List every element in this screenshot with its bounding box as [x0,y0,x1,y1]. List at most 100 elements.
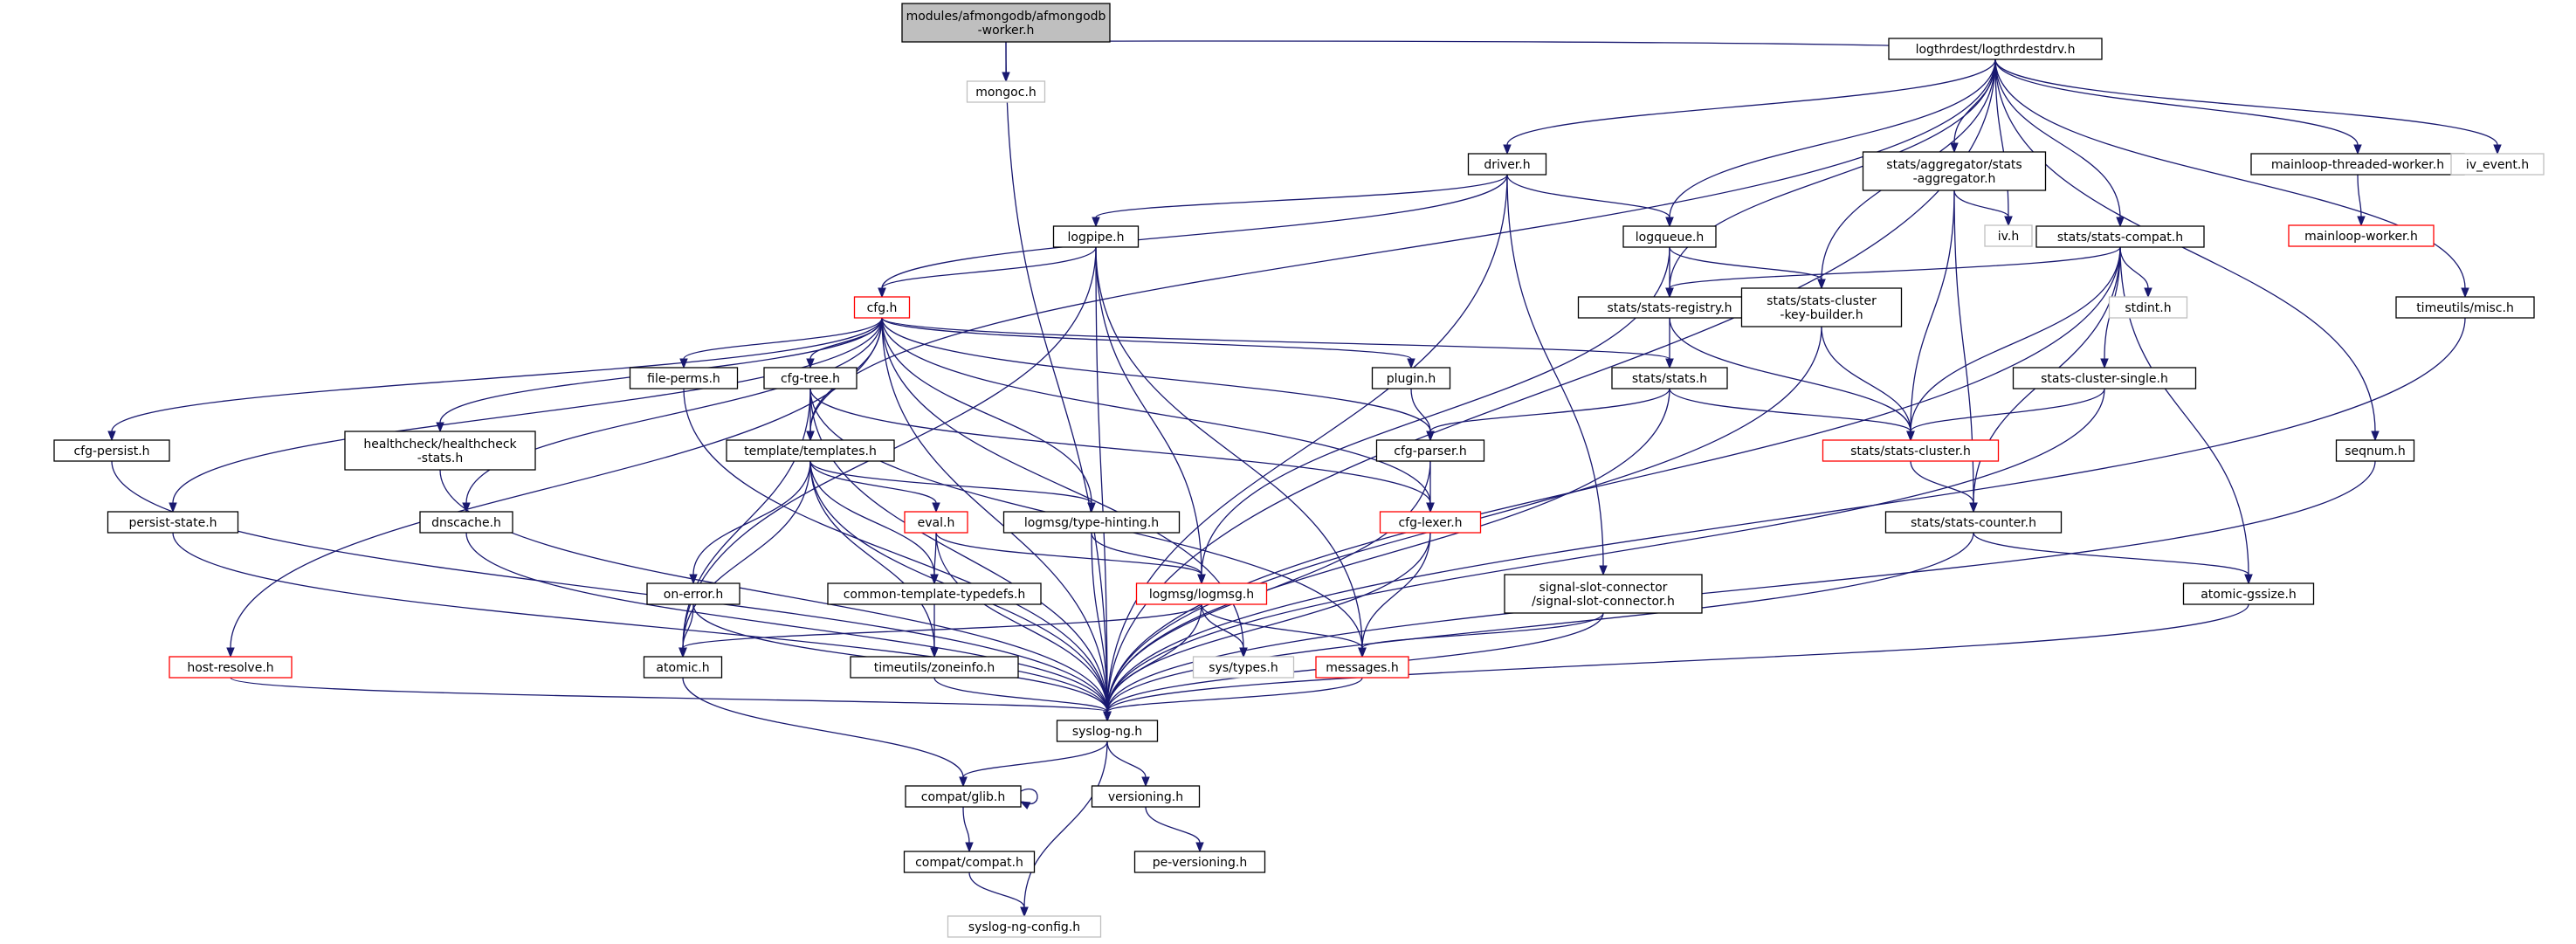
edge-line [1910,246,2121,432]
node-label: -aggregator.h [1913,172,1996,186]
node-cfgtree[interactable]: cfg-tree.h [763,367,858,389]
edge-line [881,317,1412,360]
node-atomic[interactable]: atomic.h [643,656,723,679]
node-logthrdestdrv[interactable]: logthrdest/logthrdestdrv.h [1888,38,2103,60]
node-logqueue[interactable]: logqueue.h [1622,225,1717,248]
edge-line [682,603,694,649]
edge-line [1145,806,1201,844]
edge-line [809,388,1431,504]
node-statsh[interactable]: stats/stats.h [1611,367,1728,389]
node-fileperms[interactable]: file-perms.h [629,367,739,389]
node-box [2288,224,2435,247]
node-messages[interactable]: messages.h [1315,656,1409,679]
node-cfglexer[interactable]: cfg-lexer.h [1379,511,1482,534]
arrowhead [959,776,968,788]
edge-compatglib-to-compatcompat [962,806,974,853]
edge-line [1429,388,1670,432]
edge-line [962,806,970,844]
node-signalslot[interactable]: signal-slot-connector/signal-slot-connec… [1504,574,1703,614]
node-persiststate[interactable]: persist-state.h [107,511,239,534]
edge-templates-to-onerror [689,460,811,585]
edge-line [2357,174,2362,217]
edge-driver-to-signalslot [1506,174,1608,576]
node-versioning[interactable]: versioning.h [1091,785,1201,808]
node-statsregistry[interactable]: stats/stats-registry.h [1577,296,1762,319]
edge-line [809,460,935,649]
node-box [1740,287,1903,327]
node-logmsg[interactable]: logmsg/logmsg.h [1135,582,1268,605]
node-label: mainloop-worker.h [2304,230,2418,244]
arrowhead [1195,842,1204,853]
node-dnscache[interactable]: dnscache.h [419,511,513,534]
node-systypes[interactable]: sys/types.h [1192,656,1295,679]
node-statscluster[interactable]: stats/stats-cluster.h [1822,439,2000,462]
arrowhead [2244,574,2253,585]
node-root[interactable]: modules/afmongodb/afmongodb-worker.h [901,3,1111,43]
node-syslogng[interactable]: syslog-ng.h [1056,720,1159,742]
edge-templates-to-atomic [678,460,811,658]
edge-mlthreaded-to-mlworker [2357,174,2366,227]
node-commontypedefs[interactable]: common-template-typedefs.h [827,582,1042,605]
node-evalh[interactable]: eval.h [904,511,968,534]
node-statscompat[interactable]: stats/stats-compat.h [2035,225,2205,248]
node-logpipe[interactable]: logpipe.h [1052,225,1140,248]
node-cfgparser[interactable]: cfg-parser.h [1375,439,1485,462]
node-ivevent[interactable]: iv_event.h [2450,153,2545,176]
edge-logmsg-to-messages [1201,603,1367,658]
node-compatcompat[interactable]: compat/compat.h [903,851,1036,873]
node-box [1192,656,1295,679]
node-onerror[interactable]: on-error.h [646,582,740,605]
node-label: messages.h [1326,661,1399,675]
node-aggregator[interactable]: stats/aggregator/stats-aggregator.h [1862,151,2047,191]
node-mlthreaded[interactable]: mainloop-threaded-worker.h [2250,153,2465,176]
node-healthcheck[interactable]: healthcheck/healthcheck-stats.h [344,431,536,471]
node-typehinting[interactable]: logmsg/type-hinting.h [1002,511,1181,534]
edge-statscluster-to-statscounter [1910,460,1978,513]
node-box [344,431,536,471]
node-cfgh[interactable]: cfg.h [853,296,911,319]
node-seqnum[interactable]: seqnum.h [2335,439,2415,462]
node-zoneinfo[interactable]: timeutils/zoneinfo.h [850,656,1019,679]
edge-line [1361,532,1431,649]
node-timeutilsmisc[interactable]: timeutils/misc.h [2395,296,2535,319]
node-driver[interactable]: driver.h [1467,153,1547,176]
edge-line [1994,59,2009,217]
node-mlworker[interactable]: mainloop-worker.h [2288,224,2435,247]
node-box [947,915,1102,938]
edge-statscounter-to-atomicgssize [1973,532,2253,585]
node-statscounter[interactable]: stats/stats-counter.h [1884,511,2063,534]
node-cfgpersist[interactable]: cfg-persist.h [53,439,170,462]
edge-line [1669,317,1911,432]
edge-syslogng-to-versioning [1106,741,1150,788]
edge-line [809,460,937,504]
edge-root-to-syslogng [1005,41,1112,722]
arrowhead [2371,431,2380,442]
node-label: stats/stats-cluster.h [1850,444,1971,458]
node-mongoc[interactable]: mongoc.h [966,80,1046,103]
node-templates[interactable]: template/templates.h [726,439,895,462]
edge-cfgh-to-plugin [881,317,1415,369]
node-box [901,3,1111,43]
node-plugin[interactable]: plugin.h [1371,367,1451,389]
node-hostresolve[interactable]: host-resolve.h [169,656,293,679]
node-box [646,582,740,605]
node-label: cfg-tree.h [781,372,840,386]
node-clustersingle[interactable]: stats-cluster-single.h [2012,367,2197,389]
arrowhead [1503,144,1512,155]
node-ivh[interactable]: iv.h [1984,224,2033,247]
edge-logthrdestdrv-to-timeutilsmisc [1994,59,2469,299]
node-syslogngconfig[interactable]: syslog-ng-config.h [947,915,1102,938]
node-keybuilder[interactable]: stats/stats-cluster-key-builder.h [1740,287,1903,327]
node-compatglib[interactable]: compat/glib.h [905,785,1022,808]
node-label: /signal-slot-connector.h [1532,595,1675,609]
node-label: logqueue.h [1636,231,1705,245]
edge-cfgh-to-persiststate [169,317,883,513]
edge-line [2119,246,2149,289]
edge-logthrdestdrv-to-statscompat [1994,59,2125,228]
node-box [904,511,968,534]
node-stdint[interactable]: stdint.h [2108,296,2188,319]
node-atomicgssize[interactable]: atomic-gssize.h [2182,582,2315,605]
edge-line [1910,388,2105,432]
edge-line [682,677,964,778]
node-peversioning[interactable]: pe-versioning.h [1133,851,1266,873]
